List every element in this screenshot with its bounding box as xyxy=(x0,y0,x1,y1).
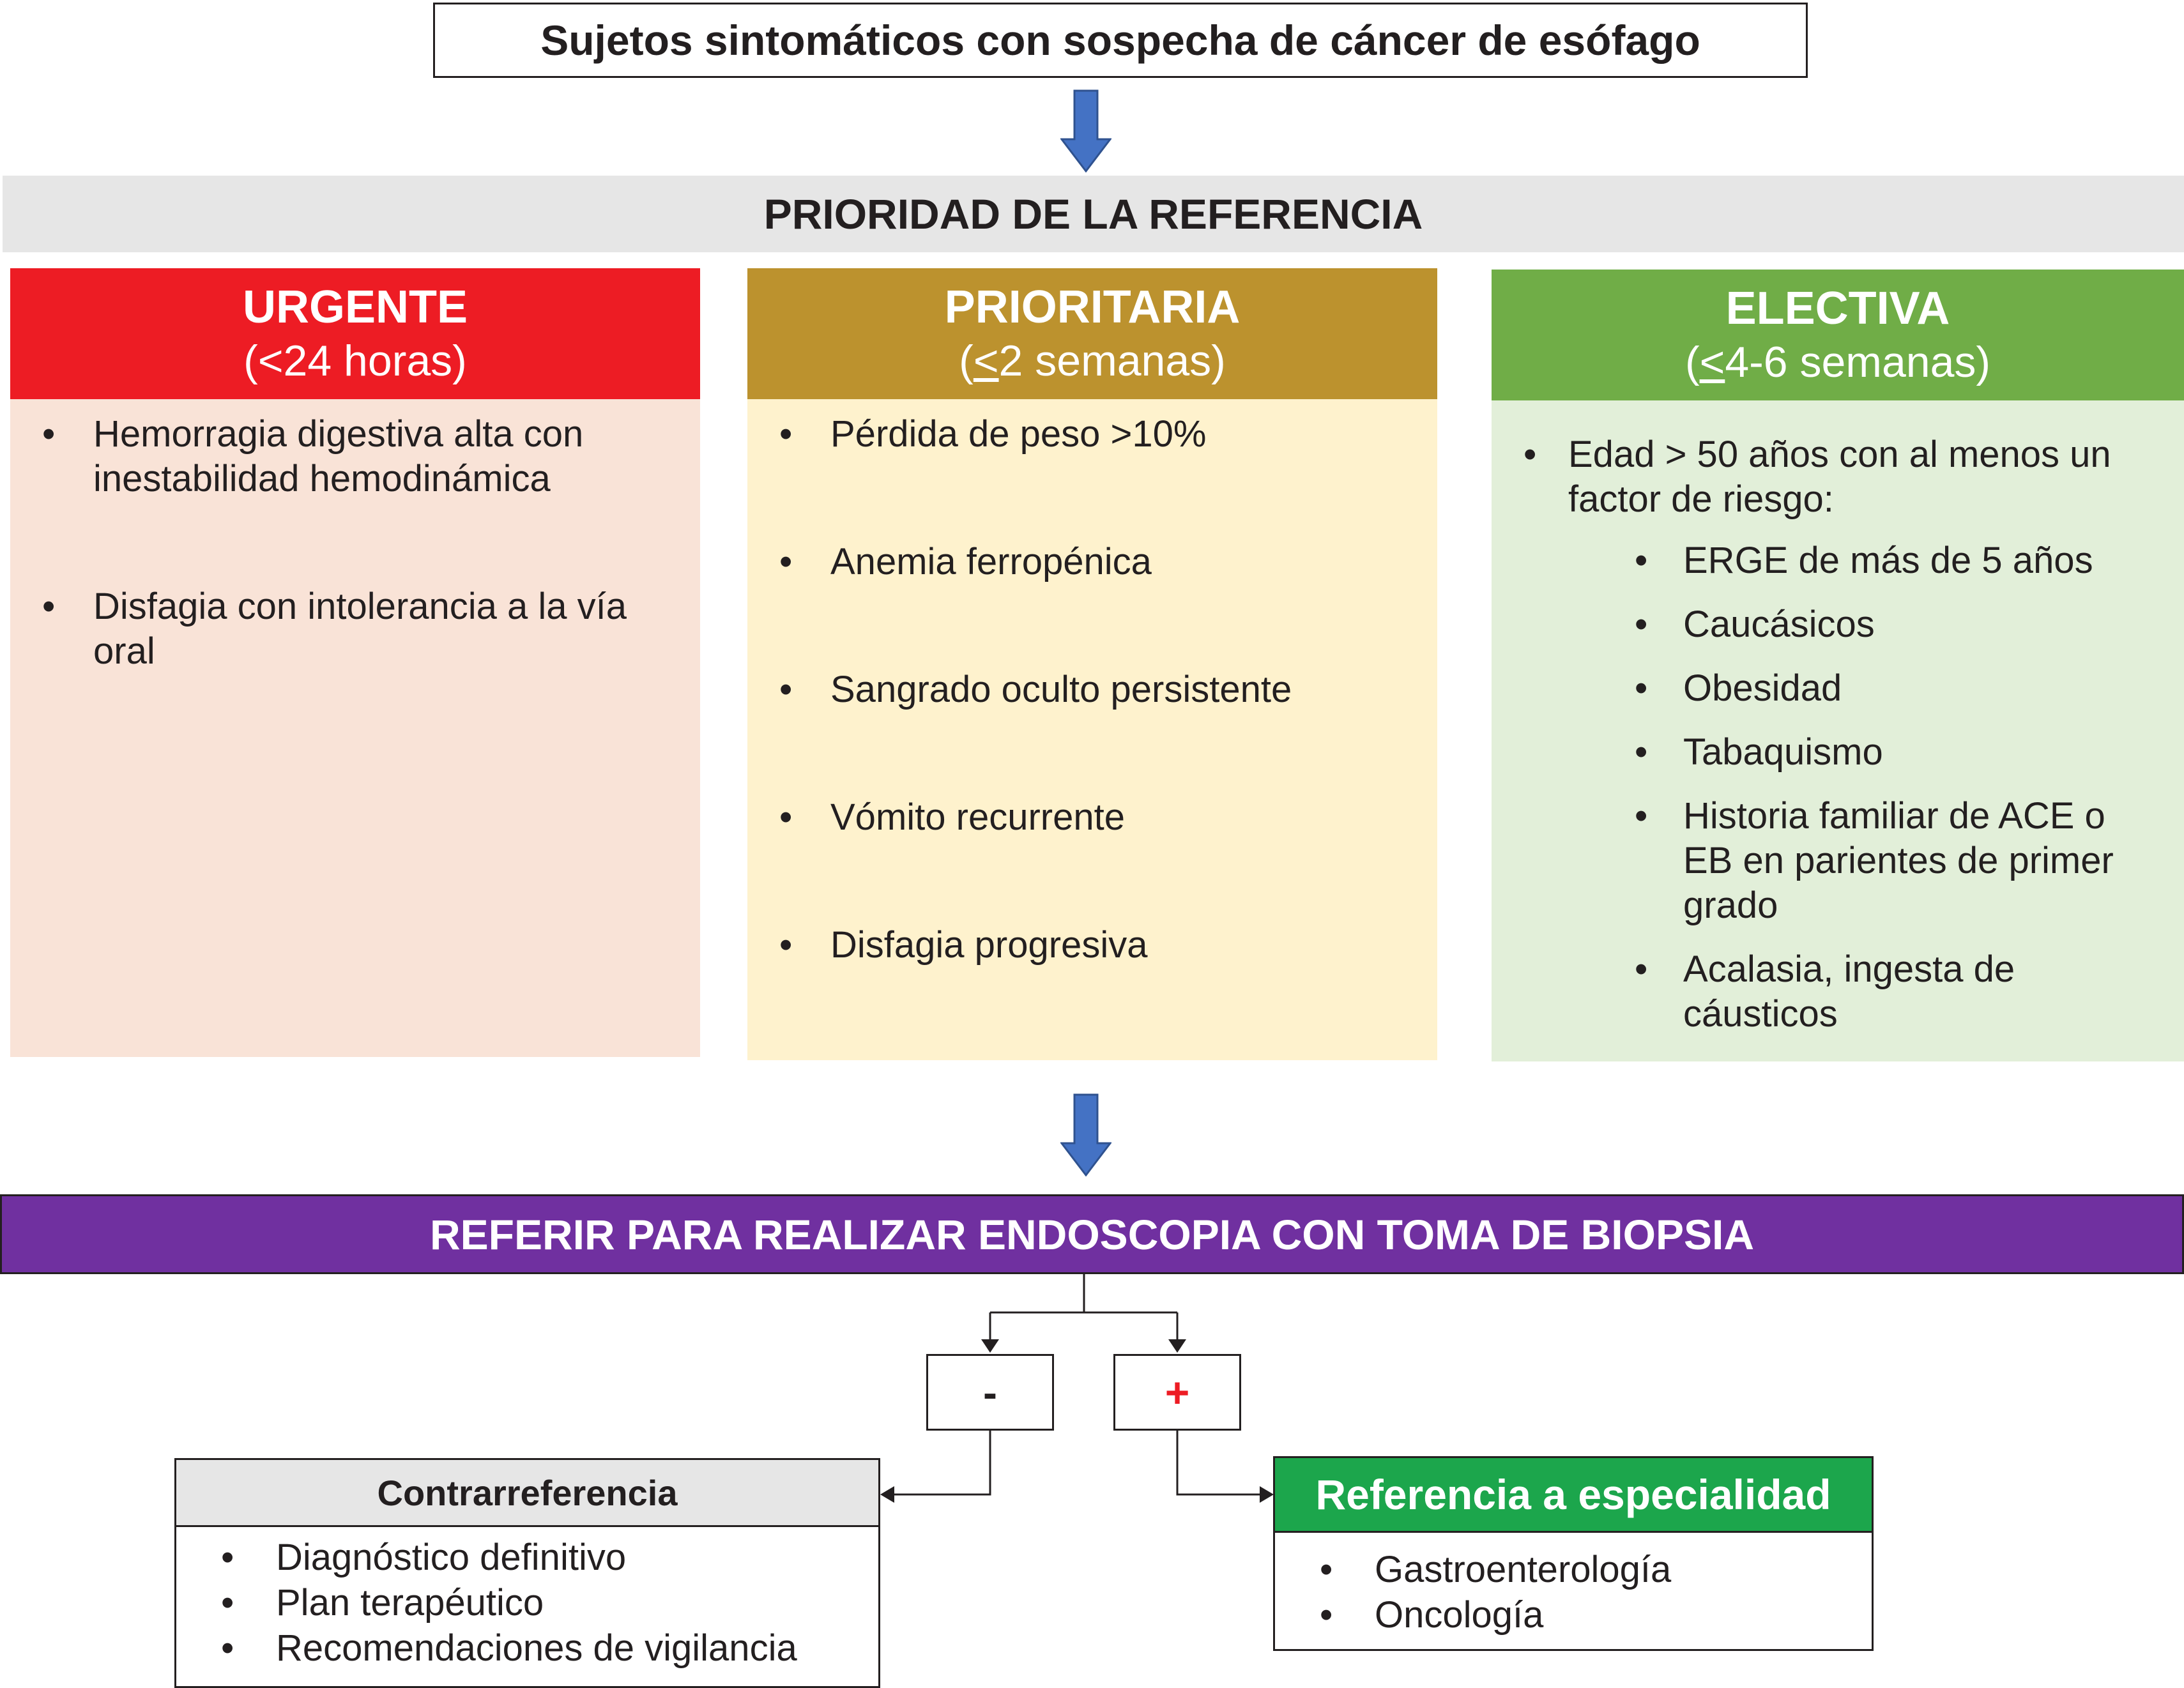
age-criterion: Edad > 50 años con al menos un factor de… xyxy=(1568,434,2111,520)
priority-label: PRIORIDAD DE LA REFERENCIA xyxy=(763,190,1423,238)
list-item: Vómito recurrente xyxy=(747,795,1437,840)
priority-column-title: PRIORITARIA xyxy=(944,281,1241,333)
list-item: Hemorragia digestiva alta con inestabili… xyxy=(10,412,662,501)
list-item: Diagnóstico definitivo xyxy=(176,1535,878,1580)
urgent-timeframe: (<24 horas) xyxy=(243,336,467,385)
connector-line xyxy=(1176,1431,1264,1496)
elective-title: ELECTIVA xyxy=(1725,282,1950,334)
priority-timeframe: (<2 semanas) xyxy=(959,336,1226,385)
negative-result-box: - xyxy=(926,1354,1054,1431)
arrowhead-icon xyxy=(1168,1339,1186,1353)
list-item: Anemia ferropénica xyxy=(747,540,1437,584)
endoscopy-action: REFERIR PARA REALIZAR ENDOSCOPIA CON TOM… xyxy=(0,1194,2184,1274)
entry-label: Sujetos sintomáticos con sospecha de cán… xyxy=(540,17,1700,64)
urgent-header: URGENTE (<24 horas) xyxy=(10,268,700,399)
specialty-referral-title: Referencia a especialidad xyxy=(1275,1458,1872,1533)
priority-column-header: PRIORITARIA (<2 semanas) xyxy=(747,268,1437,399)
arrowhead-icon xyxy=(981,1339,999,1353)
specialty-referral-box: Referencia a especialidad Gastroenterolo… xyxy=(1273,1456,1874,1651)
urgent-criteria: Hemorragia digestiva alta con inestabili… xyxy=(10,399,700,1057)
endoscopy-label: REFERIR PARA REALIZAR ENDOSCOPIA CON TOM… xyxy=(429,1210,1754,1258)
down-arrow-icon xyxy=(1060,1093,1111,1176)
risk-factor-item: Tabaquismo xyxy=(1607,730,2158,775)
counter-referral-title: Contrarreferencia xyxy=(176,1460,878,1527)
risk-factor-item: ERGE de más de 5 años xyxy=(1607,538,2158,583)
risk-factor-item: Acalasia, ingesta de cáusticos xyxy=(1607,947,2158,1037)
positive-label: + xyxy=(1165,1369,1190,1416)
list-item: Recomendaciones de vigilancia xyxy=(176,1625,878,1671)
arrowhead-icon xyxy=(880,1486,894,1503)
counter-referral-box: Contrarreferencia Diagnóstico definitivo… xyxy=(174,1458,880,1688)
risk-factor-item: Obesidad xyxy=(1607,666,2158,711)
priority-criteria: Pérdida de peso >10% Anemia ferropénica … xyxy=(747,399,1437,1060)
elective-criteria: Edad > 50 años con al menos un factor de… xyxy=(1492,400,2184,1061)
negative-label: - xyxy=(983,1369,997,1416)
entry-box: Sujetos sintomáticos con sospecha de cán… xyxy=(433,3,1808,78)
positive-result-box: + xyxy=(1113,1354,1241,1431)
list-item: Pérdida de peso >10% xyxy=(747,412,1437,457)
risk-factor-item: Historia familiar de ACE o EB en parient… xyxy=(1607,794,2158,928)
list-item: Oncología xyxy=(1275,1592,1872,1638)
arrowhead-icon xyxy=(1260,1486,1274,1503)
down-arrow-icon xyxy=(1060,89,1111,172)
elective-header: ELECTIVA (<4-6 semanas) xyxy=(1492,270,2184,400)
list-item: Edad > 50 años con al menos un factor de… xyxy=(1492,432,2158,522)
list-item: Sangrado oculto persistente xyxy=(747,667,1437,712)
list-item: Gastroenterología xyxy=(1275,1547,1872,1592)
list-item: Disfagia progresiva xyxy=(747,923,1437,968)
priority-header: PRIORIDAD DE LA REFERENCIA xyxy=(3,176,2184,252)
risk-factor-item: Caucásicos xyxy=(1607,602,2158,647)
list-item: Plan terapéutico xyxy=(176,1580,878,1625)
urgent-title: URGENTE xyxy=(242,281,468,333)
list-item: Disfagia con intolerancia a la vía oral xyxy=(10,584,662,674)
elective-timeframe: (<4-6 semanas) xyxy=(1684,337,1991,386)
connector-line xyxy=(891,1431,991,1496)
